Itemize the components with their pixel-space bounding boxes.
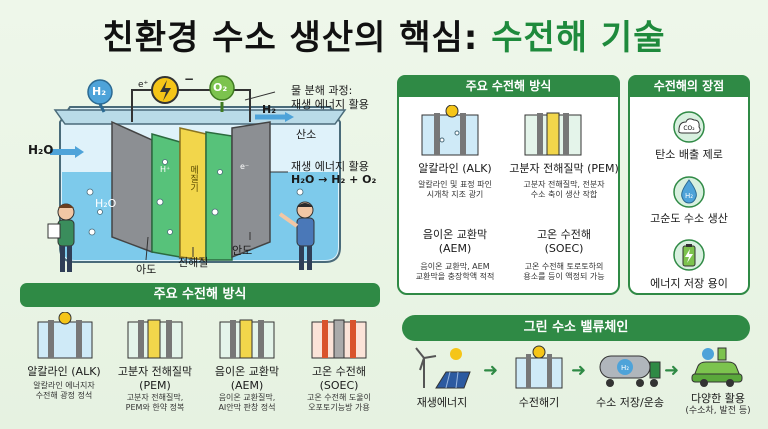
chain-arrow-icon: ➜: [664, 360, 680, 381]
method-bottom-soec-name: 고온 수전해 (SOEC): [311, 365, 367, 392]
renewable-energy-icon: [415, 347, 471, 389]
chain-step-electrolyzer: 수전해기: [518, 396, 560, 409]
svg-text:CO₂: CO₂: [683, 125, 695, 132]
value-chain-header: 그린 수소 밸류체인: [402, 315, 750, 341]
method-bottom-pem-name: 고분자 전해질막 (PEM): [117, 365, 193, 392]
method-top-soec-desc: 고온 수전해 토로토하의 용소를 등이 액정되 가능: [523, 262, 605, 281]
oxygen-label: 산소: [296, 128, 317, 141]
svg-text:H₂: H₂: [621, 364, 629, 372]
pem-cell-icon-top: [524, 112, 582, 156]
h2-outlet-label: H₂: [262, 103, 277, 116]
method-top-aem-desc: 음이온 교환막, AEM 교환막을 충장학액 적적: [415, 262, 495, 281]
cathode-label: 안도: [232, 244, 253, 257]
page-title: 친환경 수소 생산의 핵심: 수전해 기술: [102, 18, 666, 58]
o2-bubble-label: O₂: [213, 81, 228, 94]
h2o-tank-label: H₂O: [95, 197, 117, 210]
methods-panel-top: [397, 75, 620, 295]
pem-cell-icon-bottom: [127, 319, 183, 359]
method-bottom-aem-name: 음이온 교환막 (AEM): [214, 365, 280, 392]
anode-label: 아도: [136, 263, 157, 276]
hydrogen-drop-icon: H₂: [673, 176, 705, 208]
advantage-energy-storage: 에너지 저장 용이: [650, 277, 728, 290]
method-bottom-alk-desc: 알칼라인 에너지자 수전해 광정 정석: [33, 381, 95, 400]
advantages-header: 수전해의 장점: [628, 75, 750, 97]
hplus-label: H⁺: [160, 165, 171, 174]
method-bottom-aem-desc: 음이온 교환질막, AI안막 판창 정석: [218, 393, 276, 412]
soec-cell-icon-bottom: [311, 319, 367, 359]
hydrogen-tanker-icon: H₂: [599, 355, 661, 387]
chain-arrow-icon: ➜: [483, 360, 499, 381]
process-label: 물 분해 과정: 재생 에너지 활용: [291, 84, 369, 112]
method-bottom-soec-desc: 고온 수전해 도울이 오포토기능방 가용: [307, 393, 371, 412]
alk-cell-icon-bottom: [37, 312, 93, 359]
electrolysis-cell-diagram: [47, 75, 347, 272]
battery-icon: [673, 239, 705, 271]
electrolyte-label: 전해질: [178, 256, 209, 269]
electrolyzer-icon: [515, 345, 563, 389]
method-top-pem-desc: 고분자 전해질막, 전분자 수소 축이 생산 작합: [523, 180, 605, 199]
chain-arrow-icon: ➜: [571, 360, 587, 381]
equation: H₂O → H₂ + O₂: [291, 173, 377, 186]
eminus-label: e⁻: [240, 162, 250, 171]
svg-text:H₂: H₂: [685, 192, 693, 200]
method-top-alk-desc: 알칼라인 및 표정 파인 시개착 지조 광기: [418, 180, 492, 199]
method-top-alk-name: 알칼라인 (ALK): [418, 162, 492, 175]
chain-step-usage-sub: (수소차, 발전 등): [685, 406, 751, 416]
h2o-inlet-label: H₂O: [28, 143, 54, 157]
chain-step-renewable: 재생에너지: [416, 396, 468, 409]
method-bottom-alk-name: 알칼라인 (ALK): [27, 365, 101, 378]
methods-bottom-header: 주요 수전해 방식: [20, 283, 380, 307]
methods-top-header: 주요 수전해 방식: [397, 75, 620, 97]
equation-title: 재생 에너지 활용: [291, 160, 369, 173]
minus-label: −: [184, 72, 195, 86]
method-top-pem-name: 고분자 전해질막 (PEM): [509, 162, 619, 175]
h2-bubble-label: H₂: [92, 85, 107, 98]
chain-step-usage: 다양한 활용: [690, 392, 746, 405]
eplus-label: e⁺: [138, 80, 149, 90]
chain-step-storage: 수소 저장/운송: [596, 396, 664, 409]
method-bottom-pem-desc: 고분자 전해질막, PEM와 한약 정복: [125, 393, 185, 412]
alk-cell-icon-top: [421, 105, 479, 156]
co2-icon: CO₂: [673, 111, 705, 143]
method-top-soec-name: 고온 수전해 (SOEC): [536, 228, 592, 255]
membrane-label: 메질기: [188, 165, 198, 192]
hydrogen-car-icon: [691, 347, 743, 387]
method-top-aem-name: 음이온 교환막 (AEM): [422, 228, 488, 255]
aem-cell-icon-bottom: [219, 319, 275, 359]
advantage-zero-carbon: 탄소 배출 제로: [655, 148, 723, 161]
advantage-high-purity: 고순도 수소 생산: [650, 212, 728, 225]
